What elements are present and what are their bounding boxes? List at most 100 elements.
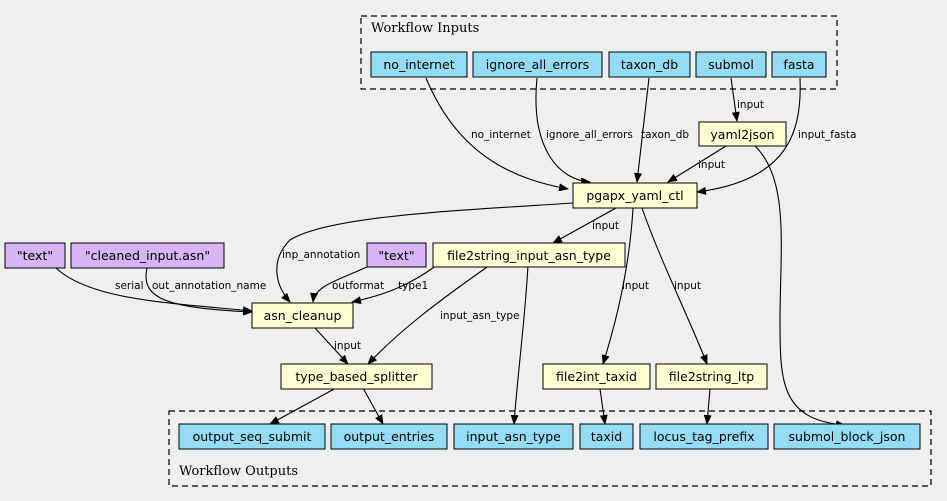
edge-ctl-file2string-input-asn [552, 207, 617, 244]
node-ignore-all-errors[interactable]: ignore_all_errors [472, 51, 603, 78]
edge-ltp [703, 388, 712, 425]
edge-ignore-all-errors [535, 77, 591, 186]
node-no-internet-box [370, 51, 468, 78]
edge-splitter-entries [362, 387, 384, 425]
edge-submol-yaml2json [730, 77, 740, 122]
edge-ctl-file2int-taxid [601, 207, 634, 365]
node-submol[interactable]: submol [695, 51, 767, 78]
node-yaml2json-label: yaml2json [710, 127, 774, 142]
workflow-inputs-label: Workflow Inputs [371, 21, 479, 36]
node-taxon-db-label: taxon_db [621, 57, 678, 72]
node-asn-cleanup[interactable]: asn_cleanup [251, 302, 354, 329]
edge-fasta-ctl [696, 77, 801, 195]
node-taxid-box [579, 423, 634, 450]
node-yaml2json-box [698, 121, 787, 147]
node-output-seq-submit-label: output_seq_submit [193, 429, 312, 444]
node-asn-cleanup-box [251, 302, 354, 329]
node-output-seq-submit-box [178, 423, 326, 450]
edge-label-out-annotation-name: out_annotation_name [152, 280, 266, 292]
node-yaml2json[interactable]: yaml2json [698, 121, 787, 147]
node-output-entries-box [330, 423, 448, 450]
edge-label-cleanup-input: input [334, 340, 361, 352]
edge-cleanup-splitter [314, 327, 349, 365]
node-text-literal-outformat-label: "text" [378, 248, 414, 263]
node-file2string-input-asn-type-label: file2string_input_asn_type [447, 248, 611, 263]
edge-text-outformat [310, 264, 372, 303]
node-locus-tag-prefix-label: locus_tag_prefix [653, 429, 754, 444]
edge-label-taxon-db: taxon_db [641, 129, 689, 141]
node-fasta-label: fasta [783, 57, 814, 72]
edge-taxon-db [634, 77, 650, 183]
node-text-literal-outformat[interactable]: "text" [366, 242, 427, 268]
edge-label-taxid-input: input [622, 280, 649, 292]
edge-yaml2json-ctl [667, 145, 727, 183]
node-text-literal-serial[interactable]: "text" [4, 242, 66, 269]
node-file2string-ltp-box [655, 363, 768, 390]
edge-file2string-input-asn-output [510, 264, 529, 425]
node-submol-block-json-box [773, 423, 921, 450]
node-pgapx-yaml-ctl-label: pgapx_yaml_ctl [586, 188, 683, 203]
edge-file2string-splitter [367, 264, 491, 365]
node-file2string-input-asn-type[interactable]: file2string_input_asn_type [432, 242, 626, 268]
node-input-asn-type-box [453, 423, 574, 450]
node-file2int-taxid-box [542, 363, 651, 390]
node-submol-block-json-label: submol_block_json [789, 429, 906, 444]
node-cleaned-input-asn[interactable]: "cleaned_input.asn" [70, 242, 225, 269]
node-output-entries[interactable]: output_entries [330, 423, 448, 450]
node-input-asn-type[interactable]: input_asn_type [453, 423, 574, 450]
node-cleaned-input-asn-box [70, 242, 225, 269]
node-no-internet-label: no_internet [383, 57, 454, 72]
workflow-inputs-cluster [360, 15, 838, 90]
edge-yaml2json-submol-block [754, 145, 846, 429]
edge-label-ignore-all-errors: ignore_all_errors [546, 129, 633, 141]
node-submol-box [695, 51, 767, 78]
edge-label-type1: type1 [398, 280, 428, 292]
node-no-internet[interactable]: no_internet [370, 51, 468, 78]
node-ignore-all-errors-box [472, 51, 603, 78]
edge-splitter-seq-submit [269, 387, 337, 425]
node-fasta[interactable]: fasta [771, 51, 827, 78]
node-submol-label: submol [708, 57, 754, 72]
node-asn-cleanup-label: asn_cleanup [264, 308, 342, 323]
node-file2int-taxid[interactable]: file2int_taxid [542, 363, 651, 390]
edge-label-yaml-input: input [698, 159, 725, 171]
node-input-asn-type-label: input_asn_type [466, 429, 561, 444]
edge-file2string-type1 [351, 264, 438, 305]
node-taxid[interactable]: taxid [579, 423, 634, 450]
workflow-outputs-cluster [168, 410, 932, 487]
node-text-literal-serial-box [4, 242, 66, 269]
node-pgapx-yaml-ctl-box [572, 182, 698, 209]
node-type-based-splitter-box [280, 363, 433, 390]
edge-taxid [599, 388, 608, 425]
node-file2string-ltp-label: file2string_ltp [669, 369, 754, 384]
node-text-literal-serial-label: "text" [17, 248, 53, 263]
edge-ctl-file2string-ltp [641, 207, 708, 365]
edge-label-input-fasta: input_fasta [798, 129, 856, 141]
node-locus-tag-prefix[interactable]: locus_tag_prefix [639, 423, 769, 450]
node-type-based-splitter[interactable]: type_based_splitter [280, 363, 433, 390]
node-file2int-taxid-label: file2int_taxid [556, 369, 637, 384]
edge-label-ltp-input: input [674, 280, 701, 292]
node-submol-block-json[interactable]: submol_block_json [773, 423, 921, 450]
edge-text-serial [55, 267, 253, 315]
node-output-entries-label: output_entries [344, 429, 435, 444]
node-file2string-ltp[interactable]: file2string_ltp [655, 363, 768, 390]
node-text-literal-outformat-box [366, 242, 427, 268]
node-taxon-db-box [608, 51, 691, 78]
edge-cleaned-out-annotation [145, 267, 253, 316]
node-taxid-label: taxid [591, 429, 622, 444]
node-output-seq-submit[interactable]: output_seq_submit [178, 423, 326, 450]
edge-label-outformat: outformat [332, 280, 384, 292]
node-type-based-splitter-label: type_based_splitter [295, 369, 418, 384]
node-locus-tag-prefix-box [639, 423, 769, 450]
edge-label-no-internet: no_internet [471, 129, 531, 141]
node-fasta-box [771, 51, 827, 78]
edge-label-submol-input: input [737, 99, 764, 111]
node-cleaned-input-asn-label: "cleaned_input.asn" [85, 248, 210, 263]
edge-no-internet [425, 77, 569, 192]
edge-label-ctl-input: input [592, 220, 619, 232]
node-pgapx-yaml-ctl[interactable]: pgapx_yaml_ctl [572, 182, 698, 209]
node-taxon-db[interactable]: taxon_db [608, 51, 691, 78]
edge-label-inp-annotation: inp_annotation [282, 249, 360, 261]
